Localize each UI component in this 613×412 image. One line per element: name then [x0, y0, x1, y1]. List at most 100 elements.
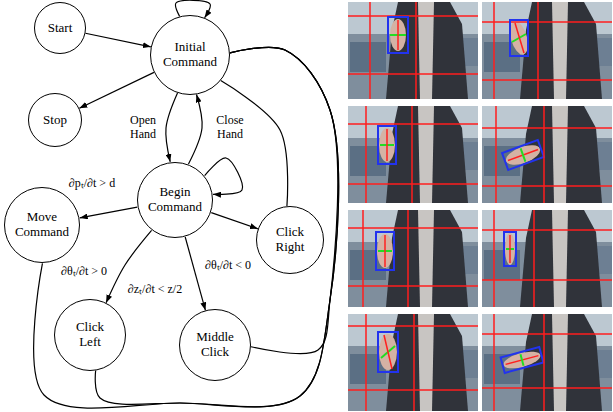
crosshair-line: [493, 210, 495, 307]
transition-label: Open Hand: [123, 114, 163, 142]
crosshair-line: [482, 229, 612, 231]
transition-arrow: [211, 213, 258, 229]
crosshair-line: [348, 15, 478, 17]
crosshair-line: [482, 79, 612, 81]
crosshair-line: [348, 227, 478, 229]
hand-box: [378, 332, 398, 372]
crosshair-line: [493, 314, 495, 411]
state-circle: Click Right: [256, 206, 324, 274]
photo-scene: [348, 314, 478, 411]
crosshair-line: [482, 333, 612, 335]
hand: [390, 19, 406, 51]
state-circle: Begin Command: [137, 162, 214, 239]
hand-axis: [520, 354, 523, 366]
gesture-photo: [348, 106, 478, 203]
hand-box: [388, 17, 408, 53]
state-circle: Stop: [28, 93, 82, 147]
gesture-photo: [348, 2, 478, 99]
crosshair-line: [482, 185, 612, 187]
state-circle: Initial Command: [150, 15, 230, 95]
transition-arrow: [166, 93, 178, 162]
hand-axis: [384, 335, 392, 369]
crosshair-line: [537, 2, 539, 99]
transition-arrow: [188, 94, 202, 164]
hand-box: [378, 126, 396, 164]
hand-axis: [521, 148, 526, 161]
transition-arrow: [95, 47, 338, 407]
state-label: Initial Command: [159, 40, 221, 70]
transition-label: Close Hand: [210, 114, 250, 142]
transition-arrow: [79, 72, 154, 108]
transition-arrow: [185, 237, 205, 310]
photo-scene: [482, 210, 612, 307]
gesture-photo: [482, 210, 612, 307]
crosshair-line: [365, 106, 367, 203]
state-circle: Start: [34, 2, 86, 54]
gesture-photo: [482, 314, 612, 411]
state-circle: Middle Click: [179, 309, 251, 381]
crosshair-line: [533, 210, 535, 307]
state-label: Start: [48, 21, 73, 36]
transition-label: ∂θₜ/∂t < 0: [204, 259, 252, 273]
state-label: Click Left: [69, 320, 111, 350]
crosshair-line: [495, 106, 497, 203]
crosshair-line: [543, 106, 545, 203]
gesture-photo: [348, 314, 478, 411]
crosshair-line: [348, 183, 478, 185]
crosshair-line: [482, 387, 612, 389]
crosshair-line: [482, 21, 612, 23]
hand-axis: [386, 129, 388, 161]
hand-axis: [384, 235, 386, 267]
transition-label: ∂pₜ/∂t > d: [68, 177, 116, 191]
hand-box: [504, 232, 516, 266]
state-circle: Move Command: [4, 187, 81, 264]
crosshair-line: [493, 2, 495, 99]
hand-axis: [509, 235, 511, 263]
photo-scene: [348, 2, 478, 99]
photo-scene: [348, 210, 478, 307]
photo-scene: [482, 106, 612, 203]
hand-box: [502, 140, 544, 170]
transition-arrow: [221, 81, 288, 207]
hand-box: [510, 20, 528, 56]
crosshair-line: [482, 127, 612, 129]
state-label: Move Command: [11, 210, 73, 240]
hand: [379, 334, 397, 370]
crosshair-line: [365, 314, 367, 411]
crosshair-line: [348, 73, 478, 75]
transition-arrow: [230, 47, 338, 353]
photo-scene: [348, 106, 478, 203]
crosshair-line: [348, 389, 478, 391]
transition-arrow: [85, 33, 150, 47]
state-label: Stop: [43, 113, 67, 128]
crosshair-line: [407, 210, 409, 307]
transition-label: ∂zₜ/∂t < z/2: [127, 283, 183, 297]
hand: [505, 233, 515, 265]
hand-axis: [515, 23, 524, 53]
hand: [507, 20, 531, 57]
hand: [379, 128, 395, 162]
hand-box: [501, 347, 544, 373]
crosshair-line: [348, 123, 478, 125]
crosshair-line: [543, 314, 545, 411]
hand-box: [376, 232, 394, 270]
crosshair-line: [348, 325, 478, 327]
state-label: Click Right: [269, 225, 311, 255]
crosshair-line: [413, 314, 415, 411]
crosshair-line: [362, 210, 364, 307]
hand-axis: [397, 20, 399, 50]
photo-scene: [482, 2, 612, 99]
transition-arrow: [80, 207, 138, 218]
crosshair-line: [348, 285, 478, 287]
state-circle: Click Left: [54, 299, 126, 371]
state-label: Begin Command: [144, 185, 206, 215]
gesture-photo: [482, 2, 612, 99]
photo-scene: [482, 314, 612, 411]
crosshair-line: [482, 279, 612, 281]
state-label: Middle Click: [191, 330, 239, 360]
crosshair-line: [411, 106, 413, 203]
hand: [377, 234, 393, 268]
gesture-photo: [482, 106, 612, 203]
gesture-photo: [348, 210, 478, 307]
transition-label: ∂θₜ/∂t > 0: [60, 265, 108, 279]
